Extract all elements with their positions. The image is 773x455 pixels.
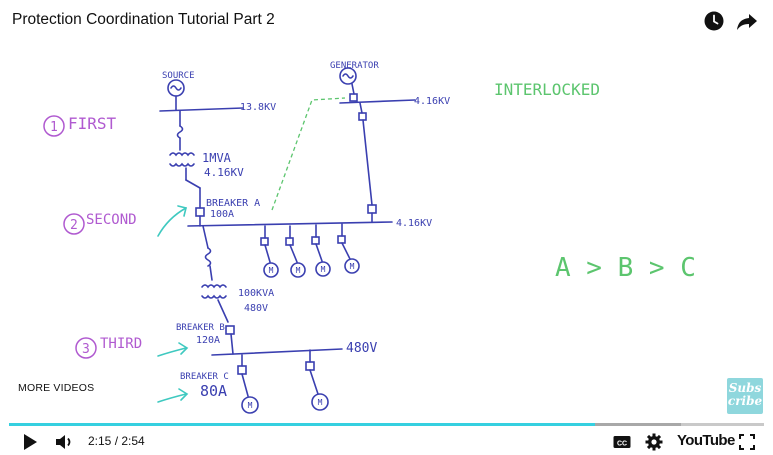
motor-symbol: M [269, 266, 274, 275]
breaker-b-rating: 120A [196, 335, 220, 346]
main-bus-voltage: 4.16KV [396, 218, 432, 229]
transformer2-voltage: 480V [244, 303, 268, 314]
volume-icon[interactable] [54, 432, 76, 452]
transformer1-voltage: 4.16KV [204, 166, 244, 179]
video-title[interactable]: Protection Coordination Tutorial Part 2 [12, 11, 275, 28]
generator-label: GENERATOR [330, 61, 379, 71]
subscribe-line1: Subs [728, 381, 762, 395]
second-number: 2 [70, 218, 78, 233]
third-number: 3 [82, 342, 90, 357]
source-label: SOURCE [162, 71, 195, 81]
fullscreen-icon[interactable] [739, 434, 755, 450]
breaker-a-rating: 100A [210, 209, 234, 220]
breaker-a-label: BREAKER A [206, 198, 260, 209]
duration: 2:54 [121, 434, 145, 448]
share-icon[interactable] [736, 10, 758, 32]
first-number: 1 [50, 120, 58, 135]
progress-played [9, 423, 595, 426]
whiteboard-diagram: SOURCE GENERATOR 13.8KV 4.16KV 1MVA 4.16… [43, 61, 696, 414]
transformer2-rating: 100KVA [238, 288, 274, 299]
motor-symbol: M [296, 266, 301, 275]
motor-symbol: M [248, 401, 253, 410]
time-separator: / [111, 434, 122, 448]
interlocked-label: INTERLOCKED [494, 80, 600, 99]
breaker-c-rating: 80A [200, 382, 227, 400]
third-label: THIRD [100, 336, 142, 352]
breaker-c-label: BREAKER C [180, 372, 229, 382]
coordination-relation: A > B > C [555, 253, 696, 283]
lv-bus-voltage: 480V [346, 341, 377, 356]
transformer1-rating: 1MVA [202, 151, 232, 165]
captions-icon[interactable]: CC [612, 432, 632, 452]
current-time: 2:15 [88, 434, 112, 448]
generator-bus-voltage: 4.16KV [414, 96, 450, 107]
motor-symbol: M [321, 265, 326, 274]
first-label: FIRST [68, 114, 117, 133]
source-bus-voltage: 13.8KV [240, 102, 276, 113]
second-label: SECOND [86, 212, 137, 228]
motor-symbol: M [350, 262, 355, 271]
more-videos-button[interactable]: MORE VIDEOS [18, 382, 95, 394]
subscribe-line2: cribe [727, 394, 763, 408]
control-bar: 2:15 / 2:54 CC YouTube [0, 428, 773, 455]
time-display: 2:15 / 2:54 [88, 434, 145, 448]
motor-symbol: M [318, 398, 323, 407]
play-icon[interactable] [20, 432, 40, 452]
svg-text:CC: CC [617, 441, 627, 448]
settings-gear-icon[interactable] [644, 432, 664, 452]
youtube-logo[interactable]: YouTube [677, 432, 735, 449]
subscribe-watermark[interactable]: Subs cribe [727, 378, 763, 414]
progress-bar[interactable] [9, 423, 764, 426]
breaker-b-label: BREAKER B [176, 323, 225, 333]
watch-later-icon[interactable] [703, 10, 725, 32]
